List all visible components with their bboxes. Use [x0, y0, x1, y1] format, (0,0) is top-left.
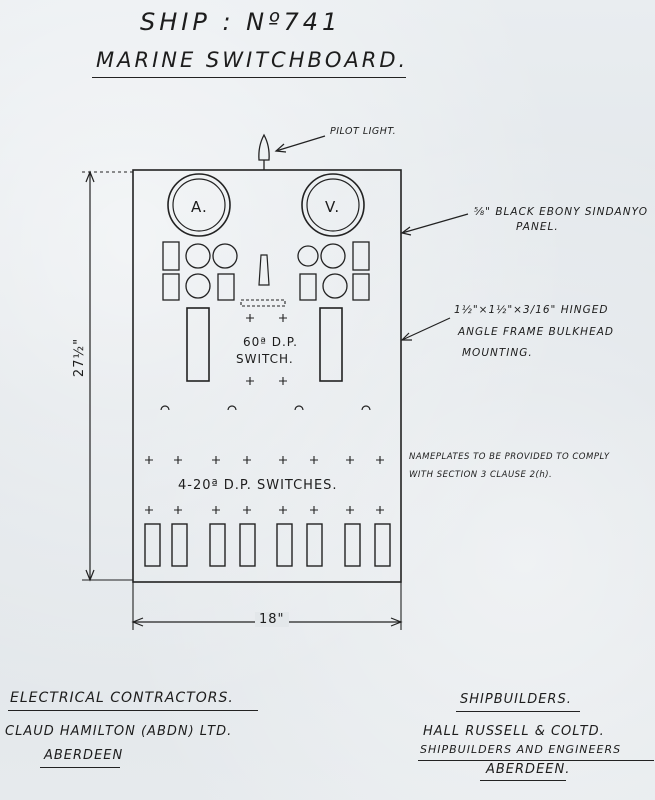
main-switch-blade-right	[319, 307, 343, 382]
shipbuilders-heading: SHIPBUILDERS.	[460, 692, 572, 707]
contractor-city-underline	[40, 767, 120, 768]
voltmeter-outer-ring	[301, 173, 365, 237]
left-dial-3	[185, 273, 211, 299]
main-switch-label-line1: 60ª D.P.	[243, 335, 298, 349]
left-dial-1	[185, 243, 211, 269]
right-dial-1	[297, 245, 319, 267]
shipbuilder-name: HALL RUSSELL & COLTD.	[423, 724, 605, 739]
switchboard-panel-outline	[132, 169, 402, 583]
right-fuse-lower	[352, 273, 370, 301]
nameplates-note-line1: NAMEPLATES TO BE PROVIDED TO COMPLY	[409, 452, 610, 462]
branch-switch-blade	[144, 523, 161, 567]
branch-switch-blade	[209, 523, 226, 567]
branch-switches-label: 4-20ª D.P. SWITCHES.	[178, 478, 338, 493]
pilot-light-leader	[275, 135, 326, 152]
main-switch-label-line2: SWITCH.	[236, 352, 294, 366]
contractor-name: CLAUD HAMILTON (ABDN) LTD.	[5, 724, 233, 739]
ammeter-label: A.	[191, 198, 208, 216]
frame-callout-line1: 1½"×1½"×3/16" HINGED	[454, 304, 609, 316]
right-dial-3	[322, 273, 348, 299]
frame-leader	[401, 317, 451, 341]
pilot-light-icon	[258, 133, 270, 161]
left-fuse-upper	[162, 241, 180, 271]
main-switch-handle	[258, 254, 270, 286]
shipbuilder-city: ABERDEEN.	[486, 762, 571, 777]
panel-callout-line1: ⅝" BLACK EBONY SINDANYO	[474, 206, 649, 218]
main-switch-blade-left	[186, 307, 210, 382]
branch-switch-blade	[306, 523, 323, 567]
width-dimension-label: 18"	[255, 612, 289, 627]
shipbuilder-description: SHIPBUILDERS AND ENGINEERS	[420, 743, 622, 756]
branch-switch-blade	[344, 523, 361, 567]
left-fuse-side	[217, 273, 235, 301]
contractor-city: ABERDEEN	[44, 748, 124, 763]
contractors-heading-underline	[8, 710, 258, 711]
panel-callout-line2: PANEL.	[516, 221, 559, 233]
ammeter-outer-ring	[167, 173, 231, 237]
fixing-crosses	[145, 314, 384, 514]
pilot-light-callout: PILOT LIGHT.	[330, 126, 397, 137]
height-dimension-label: 27½"	[72, 337, 88, 378]
ammeter-inner-ring	[172, 178, 226, 232]
left-fuse-lower	[162, 273, 180, 301]
drawing-title-subject: MARINE SWITCHBOARD.	[96, 48, 409, 72]
frame-callout-line2: ANGLE FRAME BULKHEAD	[458, 326, 614, 338]
branch-switch-blade	[374, 523, 391, 567]
right-fuse-upper	[352, 241, 370, 271]
title-underline	[92, 77, 406, 78]
branch-switch-blade	[171, 523, 188, 567]
drawing-title-ship: SHIP : Nº741	[140, 8, 342, 36]
panel-leader	[401, 213, 469, 234]
right-fuse-side	[299, 273, 317, 301]
shipbuilders-heading-underline	[456, 711, 580, 712]
shipbuilder-description-underline	[418, 760, 654, 761]
voltmeter-inner-ring	[306, 178, 360, 232]
main-switch-base	[240, 299, 286, 307]
branch-switch-blade	[239, 523, 256, 567]
branch-switch-blade	[276, 523, 293, 567]
contractors-heading: ELECTRICAL CONTRACTORS.	[10, 690, 234, 706]
voltmeter-label: V.	[325, 198, 341, 216]
right-dial-2	[320, 243, 346, 269]
shipbuilder-city-underline	[480, 780, 566, 781]
frame-callout-line3: MOUNTING.	[462, 347, 533, 359]
nameplates-note-line2: WITH SECTION 3 CLAUSE 2(h).	[409, 470, 553, 480]
left-dial-2	[212, 243, 238, 269]
